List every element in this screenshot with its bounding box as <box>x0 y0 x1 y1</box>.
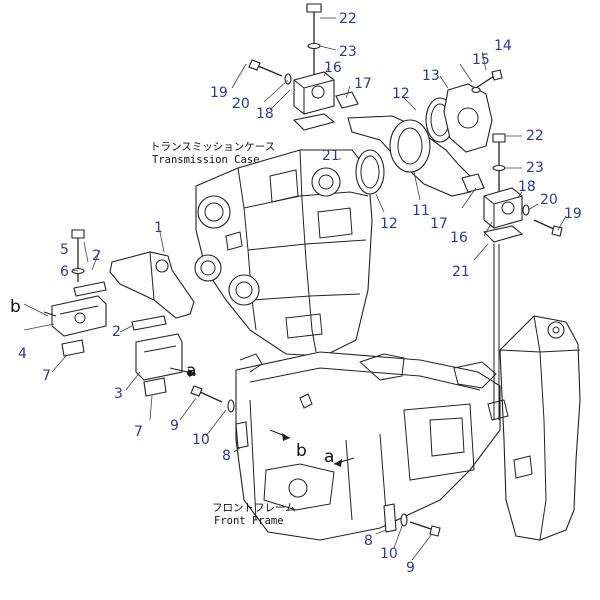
callout-20-left: 20 <box>232 96 250 112</box>
left-mount-assembly <box>43 229 355 467</box>
callout-5: 5 <box>60 242 69 258</box>
right-upper-mount <box>482 133 563 420</box>
leader-lines <box>23 17 567 561</box>
callout-12-top: 12 <box>392 86 410 102</box>
callout-15: 15 <box>472 52 490 68</box>
transmission-case <box>194 149 373 357</box>
callout-9-right: 9 <box>406 560 415 576</box>
callout-7-left: 7 <box>42 368 51 384</box>
callout-9-left: 9 <box>170 418 179 434</box>
callout-16-left: 16 <box>324 60 342 76</box>
callout-14: 14 <box>494 38 512 54</box>
callout-18-left: 18 <box>256 106 274 122</box>
callout-16-right: 16 <box>450 230 468 246</box>
callout-21-top: 21 <box>322 148 340 164</box>
callout-10-left: 10 <box>192 432 210 448</box>
callout-22-top: 22 <box>339 11 357 27</box>
callout-21-right: 21 <box>452 264 470 280</box>
transmission-case-label-en: Transmission Case <box>152 154 259 166</box>
support-arm-assembly <box>347 69 503 197</box>
marker-b-left: b <box>10 297 21 317</box>
marker-a-right: a <box>324 447 334 467</box>
transmission-case-label-jp: トランスミッションケース <box>150 141 275 153</box>
callout-12-mid: 12 <box>380 216 398 232</box>
callout-19-left: 19 <box>210 85 228 101</box>
callout-17-right: 17 <box>430 216 448 232</box>
callout-23-right: 23 <box>526 160 544 176</box>
callout-2-top: 2 <box>92 248 101 264</box>
callout-2-mid: 2 <box>112 324 121 340</box>
front-frame <box>235 315 581 541</box>
callout-6: 6 <box>60 264 69 280</box>
left-upper-mount <box>248 3 359 131</box>
callout-numbers: 22 23 14 15 13 16 17 19 20 18 12 22 21 2… <box>18 11 582 576</box>
callout-4: 4 <box>18 346 27 362</box>
callout-22-right: 22 <box>526 128 544 144</box>
callout-19-right: 19 <box>564 206 582 222</box>
callout-18-right: 18 <box>518 179 536 195</box>
callout-10-right: 10 <box>380 546 398 562</box>
front-frame-label-en: Front Frame <box>214 515 284 527</box>
callout-17-left: 17 <box>354 76 372 92</box>
callout-7-mid: 7 <box>134 424 143 440</box>
front-frame-label-jp: フロントフレーム <box>212 502 296 514</box>
callout-13: 13 <box>422 68 440 84</box>
callout-8-left: 8 <box>222 448 231 464</box>
callout-23-top: 23 <box>339 44 357 60</box>
marker-b-right: b <box>296 441 307 461</box>
right-lower-parts <box>383 503 441 537</box>
callout-1: 1 <box>154 220 163 236</box>
callout-11: 11 <box>412 203 430 219</box>
callout-3: 3 <box>114 386 123 402</box>
marker-a-left: a <box>186 361 196 381</box>
callout-20-right: 20 <box>540 192 558 208</box>
callout-8-right: 8 <box>364 533 373 549</box>
